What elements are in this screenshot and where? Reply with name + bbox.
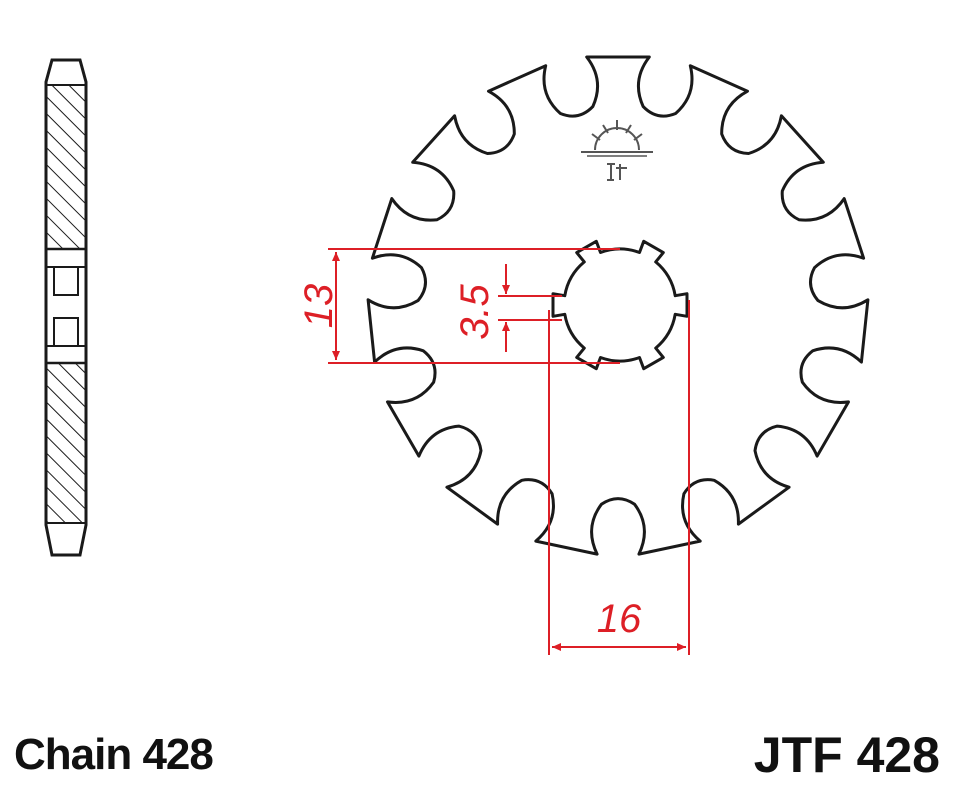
jt-sunrise-logo-icon xyxy=(581,120,653,181)
spline-bore xyxy=(551,239,689,371)
dimension-spline-height: 13 xyxy=(297,248,620,364)
dimension-spline-width: 16 xyxy=(548,300,690,655)
dimension-label-16: 16 xyxy=(597,597,642,641)
part-number-caption: JTF 428 xyxy=(753,727,940,783)
dimension-label-13: 13 xyxy=(297,284,341,329)
chain-size-caption: Chain 428 xyxy=(14,730,214,779)
dimension-tooth-width: 3.5 xyxy=(453,264,562,352)
dimension-label-3-5: 3.5 xyxy=(453,283,497,339)
sprocket-side-view xyxy=(44,58,88,557)
